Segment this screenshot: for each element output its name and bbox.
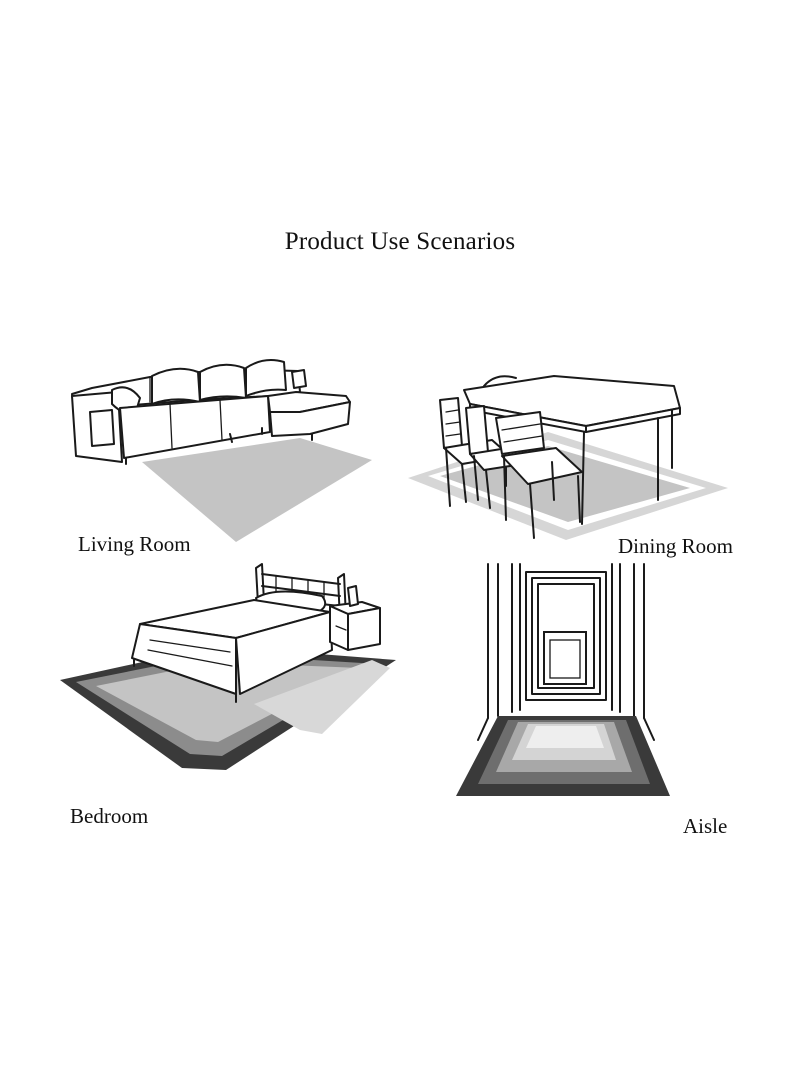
- dining-room-label: Dining Room: [618, 534, 733, 558]
- hallway-with-runner-icon: [456, 563, 670, 796]
- living-room-label: Living Room: [78, 532, 191, 556]
- page-title: Product Use Scenarios: [284, 228, 516, 255]
- dining-table-with-rug-icon: [408, 375, 728, 540]
- aisle-runner-center: [526, 726, 604, 748]
- bedroom-rug-center: [96, 662, 360, 742]
- living-room-rug: [142, 438, 372, 542]
- bedroom-label: Bedroom: [70, 804, 148, 828]
- bed-with-rug-icon: [60, 563, 396, 770]
- sofa-with-rug-icon: [71, 359, 372, 542]
- aisle-label: Aisle: [683, 814, 727, 838]
